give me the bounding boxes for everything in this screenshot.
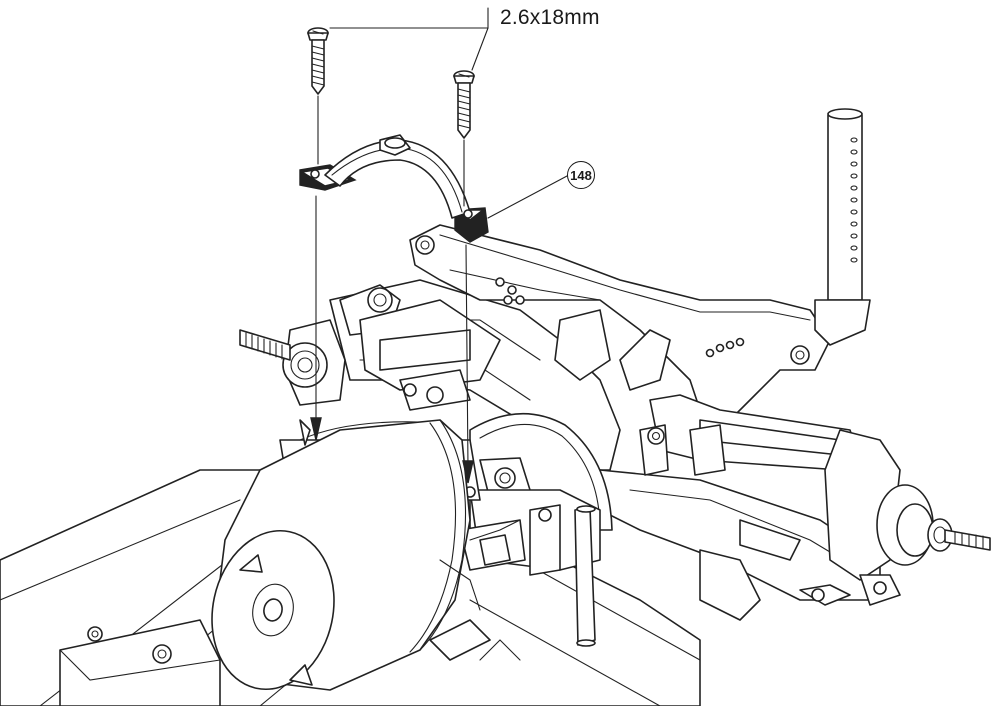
- screw-size-label: 2.6x18mm: [500, 6, 600, 29]
- electric-motor: [211, 419, 471, 691]
- assembly-guide-lines: [310, 7, 568, 484]
- rear-gearbox: [239, 279, 621, 471]
- part-number-callout: 148: [567, 161, 595, 189]
- motor-shaft-area: [429, 519, 521, 661]
- screw-left: [307, 27, 329, 95]
- rear-shock-tower: [409, 224, 831, 421]
- screw-right: [453, 70, 475, 139]
- body-post: [814, 108, 871, 346]
- shock-tower-holes: [495, 277, 745, 358]
- motor-cover-148: [299, 134, 489, 243]
- right-suspension-arm: [599, 394, 991, 621]
